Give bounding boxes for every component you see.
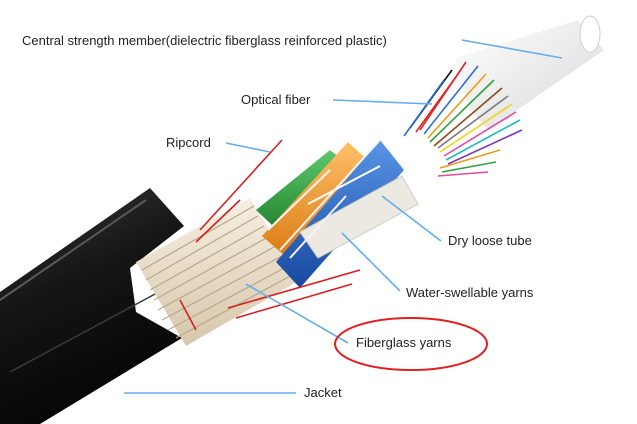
label-dry-loose-tube: Dry loose tube — [448, 233, 532, 249]
leader-ripcord — [226, 143, 270, 152]
label-optical-fiber: Optical fiber — [241, 92, 310, 108]
jacket-body — [0, 188, 184, 424]
label-ripcord: Ripcord — [166, 135, 211, 151]
label-water-swellable-yarns: Water-swellable yarns — [406, 285, 533, 301]
central-strength-member-rod — [455, 16, 604, 130]
leader-optical-fiber — [333, 100, 432, 104]
leader-water-swellable-yarns — [342, 233, 400, 291]
label-central-strength-member: Central strength member(dielectric fiber… — [22, 33, 387, 49]
leader-fiberglass-yarns — [246, 284, 348, 343]
label-fiberglass-yarns: Fiberglass yarns — [356, 335, 451, 351]
label-jacket: Jacket — [304, 385, 342, 401]
loose-tubes — [256, 140, 418, 288]
